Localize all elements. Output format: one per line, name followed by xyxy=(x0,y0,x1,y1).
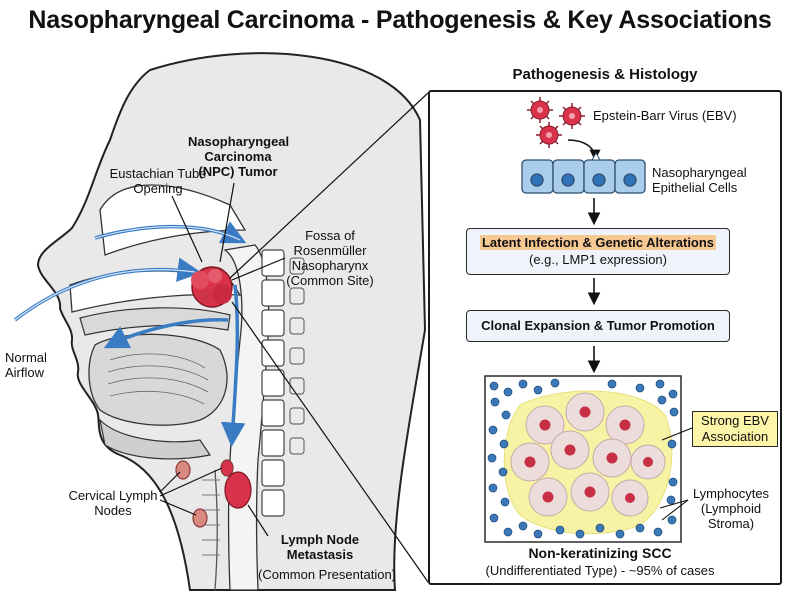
strong-ebv-association-box: Strong EBV Association xyxy=(692,411,778,447)
pathogenesis-panel xyxy=(428,90,782,585)
histology-title: Non-keratinizing SCC xyxy=(528,545,672,561)
ebv-virus-particles xyxy=(527,97,585,148)
cervical-lymph-nodes-label: Cervical Lymph Nodes xyxy=(68,488,158,518)
eustachian-tube-label: Eustachian Tube Opening xyxy=(109,166,207,196)
epithelial-cells-label: Nasopharyngeal Epithelial Cells xyxy=(652,165,747,195)
airflow-label: Normal Airflow xyxy=(5,350,47,380)
ebv-label: Epstein-Barr Virus (EBV) xyxy=(593,108,737,123)
latent-infection-box: Latent Infection & Genetic Alterations (… xyxy=(466,228,730,275)
page-title: Nasopharyngeal Carcinoma - Pathogenesis … xyxy=(28,6,772,34)
lymphocyte-dots xyxy=(487,378,679,539)
latent-infection-title: Latent Infection & Genetic Alterations xyxy=(479,235,717,250)
lymphocytes-label: Lymphocytes (Lymphoid Stroma) xyxy=(692,486,770,531)
metastasis-title: Lymph Node Metastasis xyxy=(280,532,360,562)
panel-title: Pathogenesis & Histology xyxy=(512,66,698,83)
cervical-lymph-nodes xyxy=(175,459,252,528)
histology-subtitle: (Undifferentiated Type) - ~95% of cases xyxy=(485,563,715,578)
clonal-expansion-box: Clonal Expansion & Tumor Promotion xyxy=(466,310,730,342)
npc-tumor-label: Nasopharyngeal Carcinoma (NPC) Tumor xyxy=(188,134,290,179)
histology-image xyxy=(484,375,682,543)
npc-tumor-mass xyxy=(191,266,233,308)
fossa-rosenmuller-label: Fossa of Rosenmüller Nasopharynx (Common… xyxy=(286,228,374,288)
latent-infection-subtitle: (e.g., LMP1 expression) xyxy=(528,252,667,267)
metastasis-subtitle: (Common Presentation) xyxy=(258,567,396,582)
epithelial-cells xyxy=(521,159,646,194)
